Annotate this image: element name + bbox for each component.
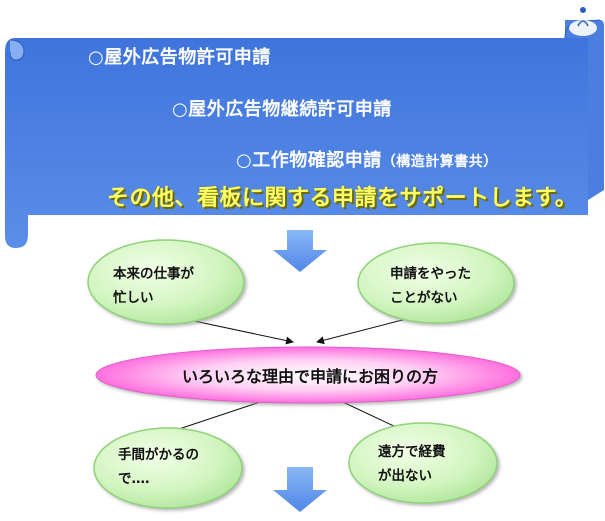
- bubble-far-away-line2: が出ない: [378, 468, 432, 484]
- application-structure-calc-note: （構造計算書共）: [381, 154, 498, 170]
- bubble-busy-text: 本来の仕事が 忙しい: [113, 262, 194, 310]
- application-outdoor-ad-permit: ○屋外広告物許可申請: [88, 47, 271, 68]
- bubble-troublesome-line1: 手間がかるの: [118, 447, 199, 463]
- support-tagline: その他、看板に関する申請をサポートします。: [107, 186, 578, 211]
- application-structure-confirmation: ○工作物確認申請（構造計算書共）: [236, 146, 498, 172]
- bubble-far-away: [348, 422, 498, 504]
- bubble-never-applied-line1: 申請をやった: [390, 266, 471, 282]
- bubble-busy: [87, 239, 245, 325]
- bubble-troublesome-line2: で‥‥: [118, 471, 150, 487]
- bubble-far-away-text: 遠方で経費 が出ない: [378, 440, 446, 488]
- bubble-never-applied-line2: ことがない: [390, 290, 458, 306]
- down-arrow-bottom: [273, 467, 327, 512]
- connector-top-right: [316, 317, 411, 345]
- bubble-busy-line2: 忙しい: [113, 290, 154, 306]
- center-label: いろいろな理由で申請にお困りの方: [181, 367, 438, 386]
- application-structure-confirmation-label: ○工作物確認申請: [236, 150, 382, 171]
- bubble-never-applied-text: 申請をやった ことがない: [390, 262, 471, 310]
- connector-top-left: [179, 317, 294, 345]
- bubble-busy-line1: 本来の仕事が: [113, 266, 194, 282]
- center-ellipse: [95, 346, 521, 404]
- down-arrow-top: [273, 230, 327, 272]
- application-outdoor-ad-renewal: ○屋外広告物継続許可申請: [172, 99, 392, 120]
- bubble-far-away-line1: 遠方で経費: [378, 444, 446, 460]
- bubble-never-applied: [357, 242, 515, 324]
- bubble-troublesome: [93, 427, 243, 509]
- scroll-banner: [5, 7, 604, 248]
- bubble-troublesome-text: 手間がかるの で‥‥: [118, 443, 199, 491]
